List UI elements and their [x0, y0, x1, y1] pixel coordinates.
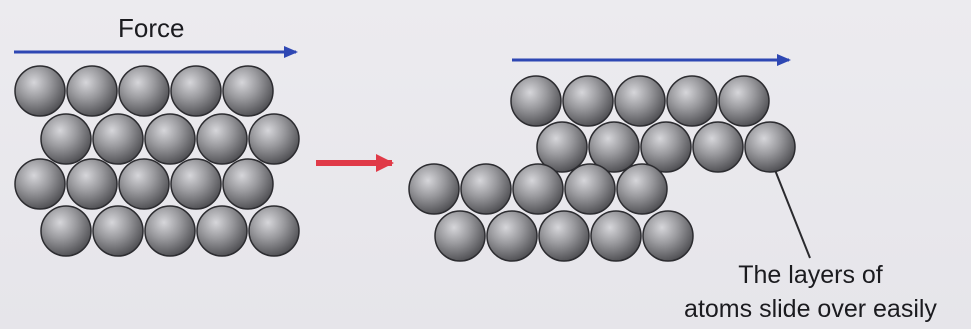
right-atom-row3-3	[513, 164, 563, 214]
right-atom-row3-5	[617, 164, 667, 214]
left-atom-row1-2	[67, 66, 117, 116]
right-atom-row3-2	[461, 164, 511, 214]
left-atom-row4-4	[197, 206, 247, 256]
left-atom-row1-3	[119, 66, 169, 116]
lattice-after-slide	[409, 76, 795, 261]
right-atom-row1-5	[719, 76, 769, 126]
right-atom-row3-4	[565, 164, 615, 214]
force-label: Force	[118, 15, 184, 41]
left-atom-row3-4	[171, 159, 221, 209]
right-atom-row2-4	[693, 122, 743, 172]
left-atom-row1-1	[15, 66, 65, 116]
left-atom-row1-5	[223, 66, 273, 116]
lattice-before-force	[15, 66, 299, 256]
left-atom-row2-2	[93, 114, 143, 164]
right-atom-row2-5	[745, 122, 795, 172]
caption-pointer-line	[775, 170, 810, 258]
left-atom-row3-1	[15, 159, 65, 209]
right-atom-row1-2	[563, 76, 613, 126]
right-atom-row4-1	[435, 211, 485, 261]
right-atom-row1-3	[615, 76, 665, 126]
left-atom-row3-3	[119, 159, 169, 209]
right-atom-row1-4	[667, 76, 717, 126]
right-atom-row4-2	[487, 211, 537, 261]
right-atom-row1-1	[511, 76, 561, 126]
left-atom-row4-3	[145, 206, 195, 256]
left-atom-row2-4	[197, 114, 247, 164]
right-atom-row4-3	[539, 211, 589, 261]
caption-line-1: The layers of	[650, 258, 971, 292]
left-atom-row4-5	[249, 206, 299, 256]
left-atom-row1-4	[171, 66, 221, 116]
left-atom-row3-5	[223, 159, 273, 209]
left-atom-row2-3	[145, 114, 195, 164]
left-atom-row4-2	[93, 206, 143, 256]
left-atom-row3-2	[67, 159, 117, 209]
left-atom-row4-1	[41, 206, 91, 256]
caption: The layers of atoms slide over easily	[650, 258, 971, 326]
left-atom-row2-1	[41, 114, 91, 164]
left-atom-row2-5	[249, 114, 299, 164]
right-atom-row3-1	[409, 164, 459, 214]
right-atom-row4-4	[591, 211, 641, 261]
caption-line-2: atoms slide over easily	[650, 292, 971, 326]
right-atom-row4-5	[643, 211, 693, 261]
